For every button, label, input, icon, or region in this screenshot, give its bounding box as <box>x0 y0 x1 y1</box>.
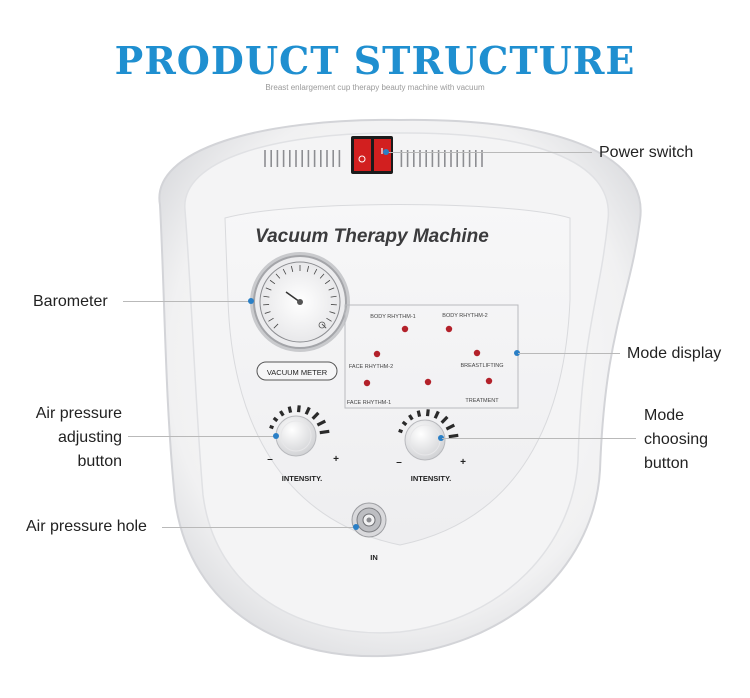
power-switch-leader <box>386 152 592 153</box>
right-minus: – <box>396 457 402 468</box>
mode-knob <box>398 409 459 461</box>
mode-label-breastlifting: BREASTLIFTING <box>460 363 503 369</box>
page-title: PRODUCT STRUCTURE <box>114 38 636 83</box>
port-label: IN <box>370 553 378 562</box>
meter-label: VACUUM METER <box>267 368 328 377</box>
right-intensity-label: INTENSITY. <box>411 474 451 483</box>
barometer-leader <box>123 301 251 302</box>
mode-button-marker <box>438 435 444 441</box>
left-intensity-label: INTENSITY. <box>282 474 322 483</box>
right-plus: + <box>460 457 466 468</box>
mode-indicator-leds <box>363 325 493 387</box>
mode-label-face-rhythm-1: FACE RHYTHM-1 <box>347 400 391 406</box>
device-name: Vacuum Therapy Machine <box>255 226 489 247</box>
page-subtitle: Breast enlargement cup therapy beauty ma… <box>265 83 485 92</box>
barometer-marker <box>248 298 254 304</box>
callout-air-pressure-hole: Air pressure hole <box>26 518 147 535</box>
callout-mode-line-1: Mode <box>644 407 685 424</box>
air-pressure-knob <box>269 405 330 457</box>
power-switch-marker <box>383 149 389 155</box>
mode-button-leader <box>442 438 636 439</box>
air-pressure-hole-leader <box>162 527 356 528</box>
mode-display-leader <box>518 353 620 354</box>
mode-label-treatment: TREATMENT <box>465 398 499 404</box>
callout-air-pressure-line-2: adjusting <box>57 429 122 446</box>
callout-mode-button: Mode choosing button <box>644 404 708 476</box>
callout-barometer: Barometer <box>33 293 108 310</box>
callout-air-pressure-button: Air pressure adjusting button <box>20 402 122 474</box>
barometer-gauge <box>250 252 350 352</box>
mode-label-body-rhythm-1: BODY RHYTHM-1 <box>370 314 415 320</box>
mode-display-marker <box>514 350 520 356</box>
callout-mode-line-2: choosing <box>644 431 709 448</box>
air-pressure-button-marker <box>273 433 279 439</box>
callout-mode-line-3: button <box>644 455 689 472</box>
air-pressure-hole-marker <box>353 524 359 530</box>
callout-power-switch: Power switch <box>599 144 694 161</box>
callout-mode-display: Mode display <box>627 345 722 362</box>
mode-label-body-rhythm-2: BODY RHYTHM-2 <box>442 313 487 319</box>
mode-label-face-rhythm-2: FACE RHYTHM-2 <box>349 364 393 370</box>
callout-air-pressure-line-1: Air pressure <box>35 405 122 422</box>
left-minus: – <box>267 454 273 465</box>
mode-display-panel <box>344 304 519 409</box>
air-inlet-port <box>351 502 387 538</box>
left-plus: + <box>333 454 339 465</box>
air-pressure-button-leader <box>128 436 276 437</box>
callout-air-pressure-line-3: button <box>77 453 122 470</box>
